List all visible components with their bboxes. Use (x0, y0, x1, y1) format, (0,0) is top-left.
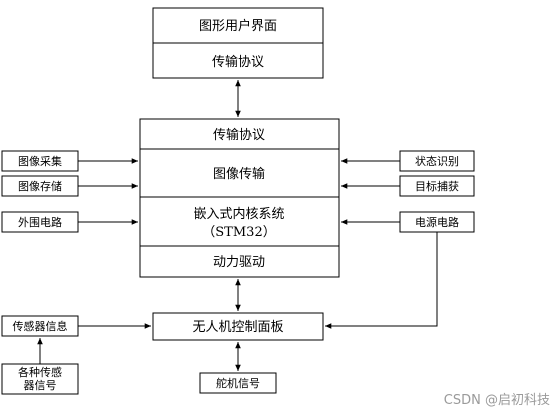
csdn-watermark: CSDN @启初科技 (444, 393, 550, 408)
svg-text:电源电路: 电源电路 (415, 215, 459, 229)
sensor-signals-box: 各种传感 器信号 (1, 363, 79, 395)
svg-text:器信号: 器信号 (24, 379, 57, 392)
peripheral-circuit-box: 外围电路 (1, 211, 79, 233)
gui-title: 图形用户界面 (199, 18, 277, 34)
image-storage-box: 图像存储 (1, 175, 79, 197)
image-transfer-label: 图像传输 (213, 166, 265, 182)
gui-block: 图形用户界面 传输协议 (152, 7, 324, 79)
svg-text:舵机信号: 舵机信号 (216, 376, 260, 390)
stm32-label: （STM32） (202, 225, 275, 240)
gui-protocol-label: 传输协议 (212, 54, 264, 70)
power-to-board-arrow (325, 232, 438, 329)
svg-text:外围电路: 外围电路 (18, 216, 62, 229)
svg-text:传感器信息: 传感器信息 (13, 319, 68, 333)
svg-text:图像采集: 图像采集 (18, 154, 62, 168)
kernel-system-label: 嵌入式内核系统 (193, 206, 284, 222)
uav-control-board-box: 无人机控制面板 (152, 312, 324, 341)
power-drive-label: 动力驱动 (213, 255, 265, 270)
svg-text:目标捕获: 目标捕获 (415, 179, 459, 193)
target-capture-box: 目标捕获 (399, 175, 475, 197)
svg-text:状态识别: 状态识别 (415, 154, 459, 168)
embedded-system-block: 传输协议 图像传输 嵌入式内核系统 （STM32） 动力驱动 (139, 118, 340, 278)
image-capture-box: 图像采集 (1, 150, 79, 172)
uav-control-board-label: 无人机控制面板 (192, 320, 283, 335)
embedded-protocol-label: 传输协议 (213, 127, 265, 143)
svg-text:各种传感: 各种传感 (18, 365, 62, 379)
svg-text:图像存储: 图像存储 (18, 179, 62, 193)
power-circuit-box: 电源电路 (399, 211, 475, 233)
servo-signal-box: 舵机信号 (199, 372, 277, 394)
sensor-info-box: 传感器信息 (1, 315, 79, 337)
state-recognition-box: 状态识别 (399, 150, 475, 172)
